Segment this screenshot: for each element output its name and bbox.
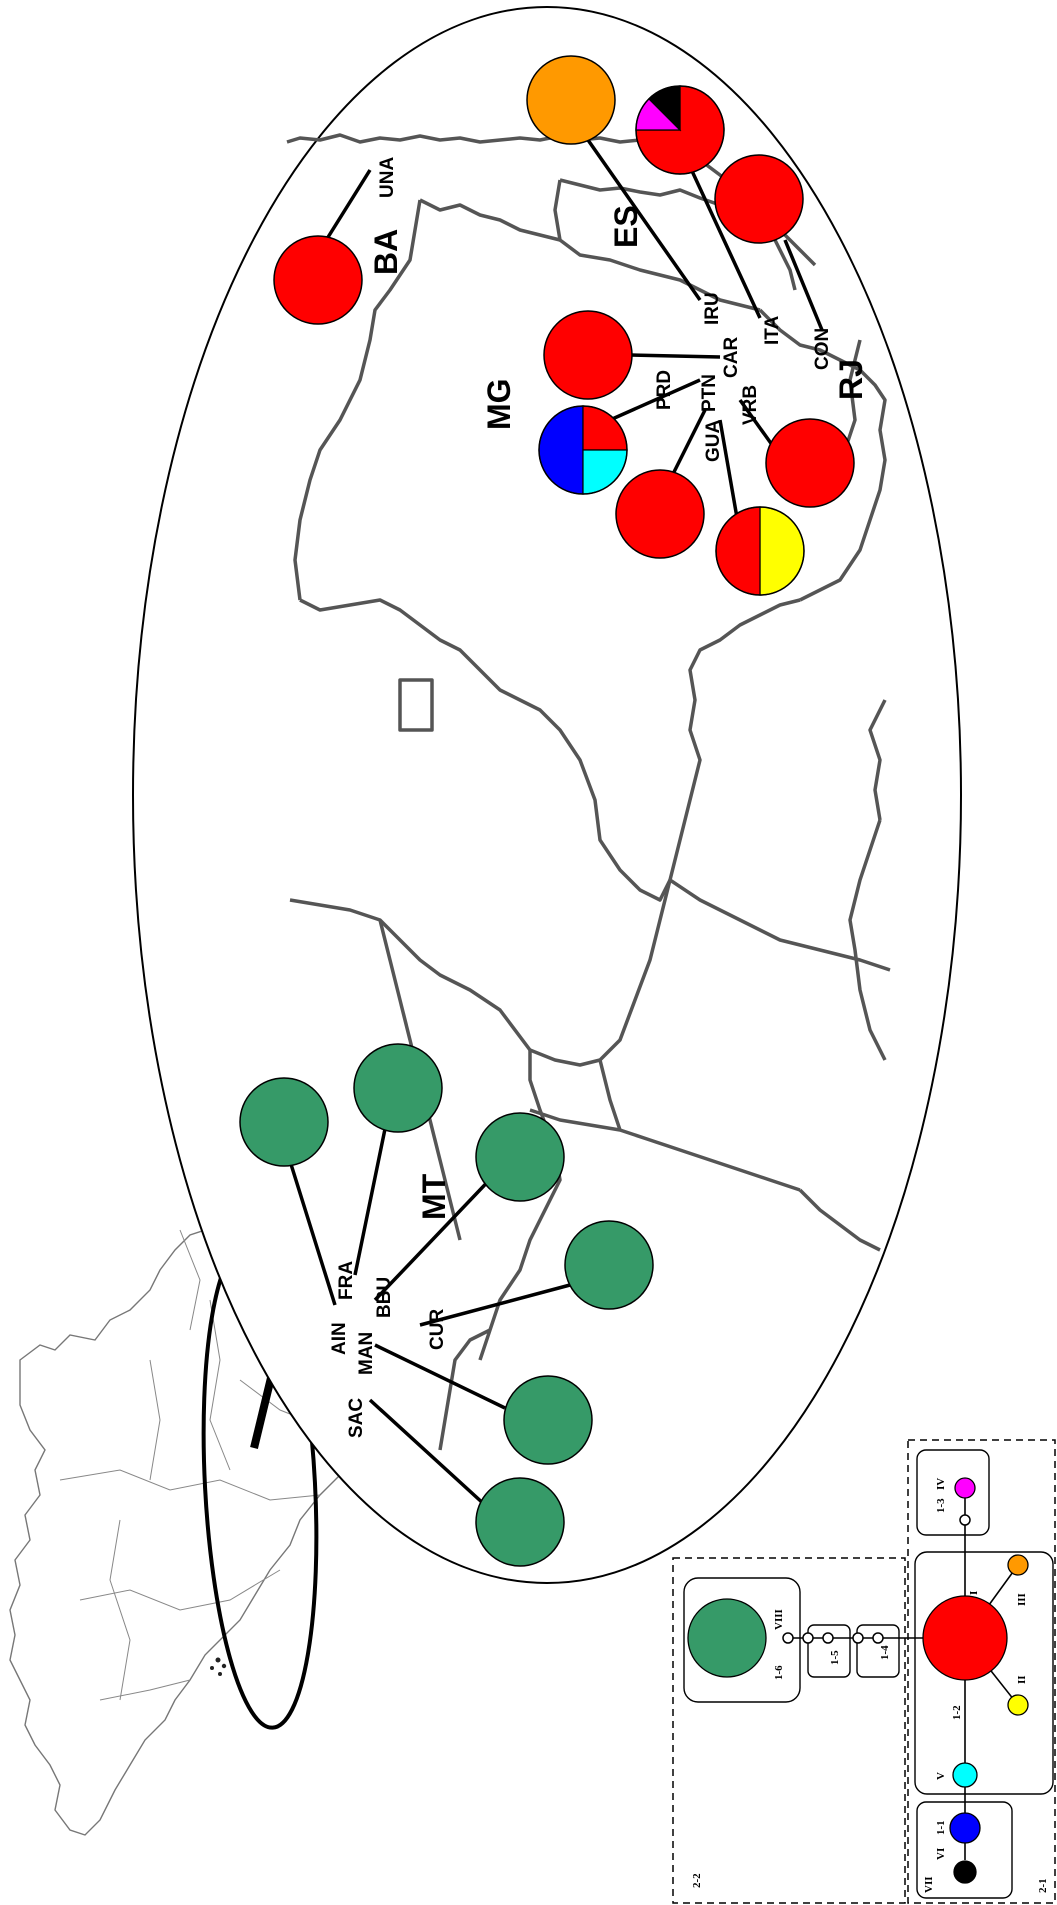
hap-label-i: I [968, 1591, 980, 1595]
pie-ita-outline [635, 85, 725, 175]
pie-con [714, 154, 804, 244]
haplotype-pies [239, 55, 855, 1567]
state-labels: BA ES MG RJ MT [368, 205, 869, 1220]
pie-sac [475, 1477, 565, 1567]
pie-con-slice-red [714, 154, 804, 244]
hap-node-iii [1007, 1554, 1029, 1576]
site-label-cur: CUR [427, 1309, 448, 1350]
step-box-1-6 [683, 1577, 801, 1703]
hap-label-iv: IV [935, 1478, 947, 1490]
pie-cur-slice-green [564, 1220, 654, 1310]
pie-ain-slice-green [239, 1077, 329, 1167]
pie-car-slice-red [543, 310, 633, 400]
hap-node-vi [949, 1812, 981, 1844]
hap-node-ii [1007, 1694, 1029, 1716]
pie-prd [538, 405, 628, 495]
pie-gua-slice-red [615, 469, 705, 559]
pie-man [503, 1375, 593, 1465]
pie-una-slice-red [273, 235, 363, 325]
site-label-una: UNA [377, 157, 398, 198]
hap-node-iv [954, 1477, 976, 1499]
site-label-prd: PRD [654, 370, 675, 410]
pie-vrb-slice-red [765, 418, 855, 508]
pie-fra [353, 1043, 443, 1133]
site-label-bbu: BBU [374, 1277, 395, 1318]
step-label-1-5: 1-5 [829, 1650, 841, 1665]
clade-label-2-1: 2-1 [1037, 1878, 1049, 1893]
main-map-ellipse [132, 6, 962, 1584]
state-borders [286, 133, 891, 1451]
step-box-1-4 [856, 1624, 900, 1678]
pie-cur [564, 1220, 654, 1310]
pie-fra-slice-green [353, 1043, 443, 1133]
pie-prd-outline [538, 405, 628, 495]
pie-car [543, 310, 633, 400]
network-nodes [687, 1477, 1029, 1884]
step-box-1-5 [807, 1624, 851, 1678]
hap-node-vii [953, 1860, 977, 1884]
clade-label-2-2: 2-2 [691, 1873, 703, 1888]
hap-label-iii: III [1016, 1593, 1028, 1606]
pie-vrb [765, 418, 855, 508]
pie-bbu-slice-green [475, 1112, 565, 1202]
hap-node-v [952, 1762, 978, 1788]
site-label-fra: FRA [336, 1261, 357, 1300]
haplotype-network: I II III IV V VI VII VIII 1-1 1-2 1-3 1-… [672, 1439, 1056, 1904]
pie-gua [615, 469, 705, 559]
state-label-mg: MG [481, 378, 517, 430]
site-label-iru: IRU [702, 292, 723, 325]
site-labels: UNA IRU ITA CON CAR PRD PTN VRB GUA AIN … [329, 157, 833, 1438]
step-label-1-6: 1-6 [773, 1665, 785, 1680]
pie-bbu [475, 1112, 565, 1202]
hap-label-vi: VI [935, 1848, 947, 1860]
hap-label-ii: II [1016, 1675, 1028, 1684]
pie-man-slice-green [503, 1375, 593, 1465]
step-label-1-2: 1-2 [951, 1705, 963, 1720]
site-label-man: MAN [356, 1332, 377, 1375]
hap-node-viii [687, 1598, 767, 1678]
site-label-con: CON [812, 328, 833, 370]
step-label-1-4: 1-4 [879, 1645, 891, 1660]
pie-iru [526, 55, 616, 145]
site-label-car: CAR [721, 337, 742, 378]
clade-box-2-1 [907, 1439, 1056, 1904]
missing-haplotype-nodes [782, 1514, 971, 1644]
pie-ptn [715, 506, 805, 596]
pie-ita [635, 85, 725, 175]
hap-label-viii: VIII [773, 1609, 785, 1630]
hap-label-vii: VII [923, 1876, 935, 1893]
site-label-vrb: VRB [740, 385, 761, 425]
state-label-rj: RJ [833, 359, 869, 400]
pie-sac-slice-green [475, 1477, 565, 1567]
step-label-1-1: 1-1 [935, 1820, 947, 1835]
step-box-1-2 [914, 1551, 1054, 1795]
site-label-ptn: PTN [699, 374, 720, 412]
site-label-ita: ITA [762, 316, 783, 345]
pie-ptn-outline [715, 506, 805, 596]
hap-label-v: V [935, 1772, 947, 1780]
hap-node-i [922, 1595, 1008, 1681]
state-label-mt: MT [416, 1173, 452, 1220]
pie-una [273, 235, 363, 325]
pie-iru-slice-orange [526, 55, 616, 145]
state-label-ba: BA [368, 229, 404, 275]
pie-ain [239, 1077, 329, 1167]
step-label-1-3: 1-3 [935, 1498, 947, 1513]
site-label-sac: SAC [346, 1398, 367, 1438]
step-box-1-3 [916, 1449, 990, 1536]
site-label-gua: GUA [703, 420, 724, 463]
site-label-ain: AIN [329, 1322, 350, 1355]
state-label-es: ES [608, 205, 644, 248]
